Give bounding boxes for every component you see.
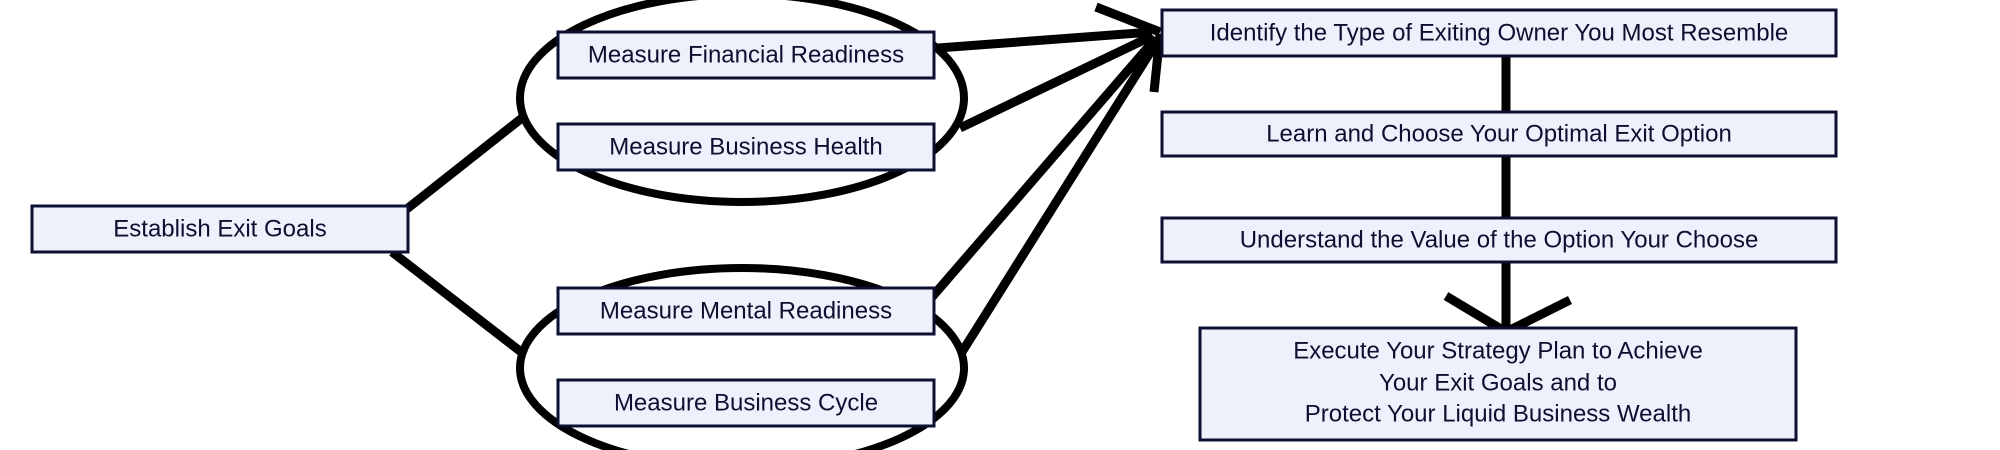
mental-readiness-box: Measure Mental Readiness [556, 286, 936, 336]
connector-mental-to-identify [928, 35, 1160, 300]
connector-cycle-to-identify [958, 37, 1162, 355]
learn-exit-option-label: Learn and Choose Your Optimal Exit Optio… [1266, 121, 1732, 148]
learn-exit-option-box: Learn and Choose Your Optimal Exit Optio… [1160, 110, 1838, 158]
connector-start-to-group-2 [389, 248, 528, 359]
understand-option-value-label: Understand the Value of the Option Your … [1240, 227, 1759, 254]
business-cycle-box: Measure Business Cycle [556, 378, 936, 428]
readiness-group-1-ellipse [516, 0, 968, 206]
business-health-box: Measure Business Health [556, 122, 936, 172]
execute-strategy-line-1: Execute Your Strategy Plan to Achieve [1293, 338, 1703, 365]
identify-owner-type-box: Identify the Type of Exiting Owner You M… [1160, 8, 1838, 58]
business-cycle-label: Measure Business Cycle [614, 390, 878, 417]
arrowhead-upper-stroke [1094, 2, 1162, 37]
connector-start-to-group-1 [400, 114, 525, 216]
connector-financial-to-identify [937, 27, 1153, 53]
understand-option-value-box: Understand the Value of the Option Your … [1160, 216, 1838, 264]
arrowhead-left-stroke [1443, 292, 1509, 336]
arrowhead-lower-stroke [1149, 33, 1165, 93]
financial-readiness-label: Measure Financial Readiness [588, 42, 904, 69]
mental-readiness-label: Measure Mental Readiness [600, 298, 892, 325]
financial-readiness-box: Measure Financial Readiness [556, 30, 936, 80]
execute-strategy-line-2: Your Exit Goals and to [1379, 370, 1617, 397]
establish-exit-goals-label: Establish Exit Goals [113, 216, 326, 243]
execute-strategy-box: Execute Your Strategy Plan to Achieve Yo… [1198, 326, 1798, 442]
readiness-group-2-ellipse [516, 264, 968, 450]
connector-health-to-identify [958, 31, 1154, 133]
execute-strategy-line-3: Protect Your Liquid Business Wealth [1305, 401, 1691, 428]
identify-owner-type-label: Identify the Type of Exiting Owner You M… [1210, 20, 1789, 47]
establish-exit-goals-box: Establish Exit Goals [30, 204, 410, 254]
business-health-label: Measure Business Health [609, 134, 882, 161]
